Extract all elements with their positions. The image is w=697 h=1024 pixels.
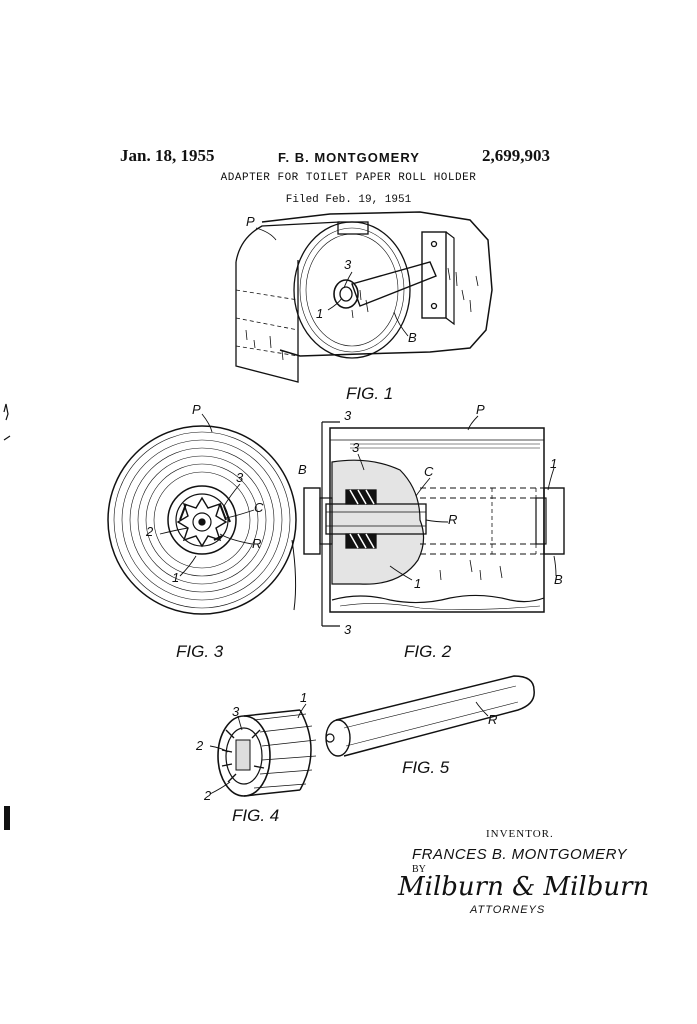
label-3-fig4: 3 bbox=[232, 704, 240, 719]
patent-title: ADAPTER FOR TOILET PAPER ROLL HOLDER bbox=[220, 172, 477, 184]
label-c-fig2: C bbox=[424, 464, 434, 479]
label-b-fig2-right: B bbox=[554, 572, 563, 587]
label-3-fig3: 3 bbox=[236, 470, 244, 485]
fig2-drawing bbox=[303, 421, 565, 627]
caption-fig2: FIG. 2 bbox=[404, 642, 452, 661]
patent-date: Jan. 18, 1955 bbox=[120, 146, 215, 165]
label-1-fig4: 1 bbox=[300, 690, 308, 705]
label-b-fig1: B bbox=[408, 330, 417, 345]
label-b-fig2-left: B bbox=[298, 462, 307, 477]
margin-mark-top bbox=[3, 403, 11, 441]
label-3-fig2: 3 bbox=[352, 440, 360, 455]
label-2-fig4-top: 2 bbox=[196, 738, 204, 753]
caption-fig3: FIG. 3 bbox=[176, 642, 224, 661]
attorneys-label: ATTORNEYS bbox=[470, 904, 546, 916]
caption-fig5: FIG. 5 bbox=[402, 758, 450, 777]
inventor-signature-name: FRANCES B. MONTGOMERY bbox=[412, 846, 627, 863]
label-3-fig2-top: 3 bbox=[344, 408, 352, 423]
label-2-fig3: 2 bbox=[146, 524, 154, 539]
margin-mark-bottom bbox=[4, 806, 10, 830]
fig1-drawing bbox=[235, 211, 493, 383]
label-r-fig5: R bbox=[488, 712, 498, 727]
label-r-fig3: R bbox=[252, 536, 262, 551]
label-p-fig3: P bbox=[192, 402, 201, 417]
label-p-fig1: P bbox=[246, 214, 255, 229]
caption-fig4: FIG. 4 bbox=[232, 806, 280, 825]
fig4-drawing bbox=[217, 709, 317, 797]
caption-fig1: FIG. 1 bbox=[346, 384, 394, 403]
fig3-drawing bbox=[107, 425, 297, 615]
label-1-fig1: 1 bbox=[316, 306, 324, 321]
inventor-heading: INVENTOR. bbox=[486, 828, 554, 840]
label-c-fig3: C bbox=[254, 500, 264, 515]
attorney-signature: Milburn & Milburn bbox=[398, 872, 650, 902]
label-3-fig2-bottom: 3 bbox=[344, 622, 352, 637]
label-r-fig2: R bbox=[448, 512, 458, 527]
inventor-name-header: F. B. MONTGOMERY bbox=[278, 150, 420, 165]
fig5-drawing bbox=[325, 675, 535, 757]
by-label: BY bbox=[412, 864, 426, 875]
label-3-fig1: 3 bbox=[344, 257, 352, 272]
label-1-fig2: 1 bbox=[414, 576, 422, 591]
label-2-fig4-bottom: 2 bbox=[204, 788, 212, 803]
leader-lines bbox=[159, 227, 557, 795]
label-p-fig2: P bbox=[476, 402, 485, 417]
label-1-fig3: 1 bbox=[172, 570, 180, 585]
label-1-fig2-right: 1 bbox=[550, 456, 558, 471]
patent-number: 2,699,903 bbox=[482, 146, 550, 165]
filed-date: Filed Feb. 19, 1951 bbox=[285, 194, 412, 206]
